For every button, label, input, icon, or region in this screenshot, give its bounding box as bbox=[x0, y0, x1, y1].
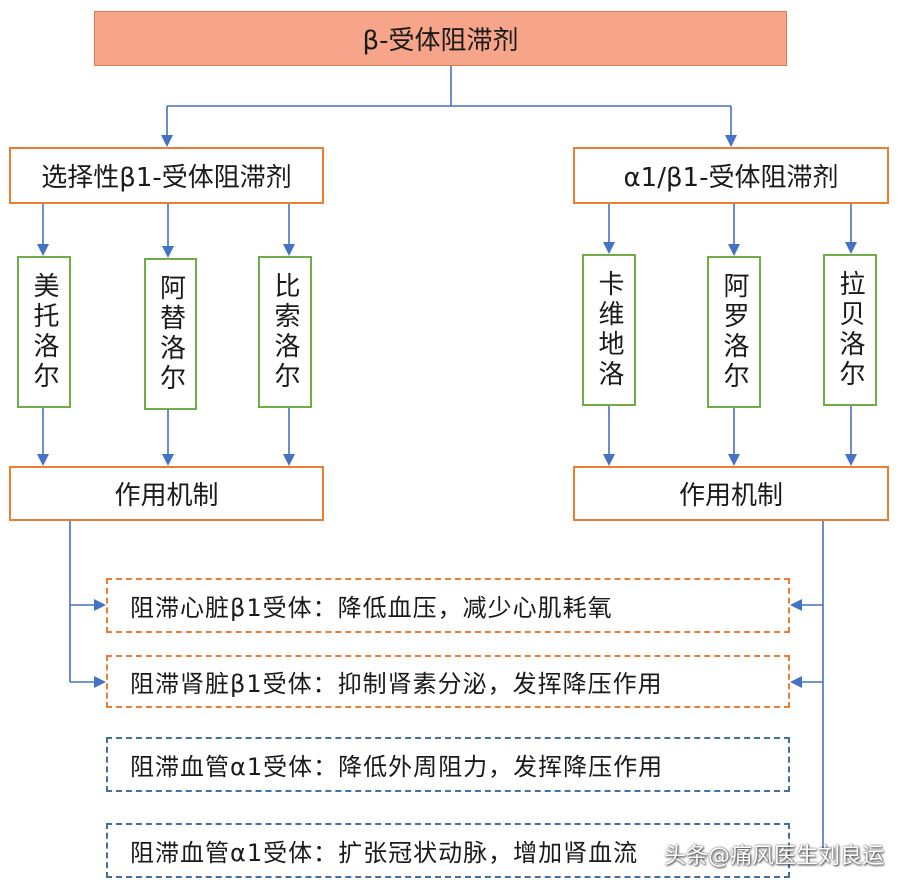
effect-text: 阻滞血管α1受体：降低外周阻力，发挥降压作用 bbox=[130, 753, 664, 781]
drug-box-bisoprolol: 比索洛尔 bbox=[258, 256, 312, 408]
right-category-box: α1/β1-受体阻滞剂 bbox=[573, 147, 889, 204]
effect-box-kidney-beta1: 阻滞肾脏β1受体：抑制肾素分泌，发挥降压作用 bbox=[106, 655, 790, 708]
left-category-text: 选择性β1-受体阻滞剂 bbox=[41, 163, 292, 193]
effect-text: 阻滞血管α1受体：扩张冠状动脉，增加肾血流 bbox=[130, 839, 639, 867]
drug-label: 美托洛尔 bbox=[29, 272, 59, 392]
drug-label: 拉贝洛尔 bbox=[835, 270, 865, 390]
effect-box-vessel-alpha1-resistance: 阻滞血管α1受体：降低外周阻力，发挥降压作用 bbox=[106, 737, 790, 792]
drug-label: 阿罗洛尔 bbox=[719, 272, 749, 392]
drug-label: 卡维地洛 bbox=[594, 270, 624, 390]
left-category-box: 选择性β1-受体阻滞剂 bbox=[9, 147, 324, 204]
drug-box-metoprolol: 美托洛尔 bbox=[17, 256, 71, 408]
left-mechanism-box: 作用机制 bbox=[9, 466, 324, 521]
drug-box-atenolol: 阿替洛尔 bbox=[144, 258, 197, 410]
effect-box-heart-beta1: 阻滞心脏β1受体：降低血压，减少心肌耗氧 bbox=[106, 578, 790, 633]
drug-box-carvedilol: 卡维地洛 bbox=[582, 254, 636, 406]
right-mechanism-text: 作用机制 bbox=[678, 481, 783, 511]
left-mechanism-text: 作用机制 bbox=[114, 481, 219, 511]
watermark-text: 头条@痛风医生刘良运 bbox=[663, 844, 884, 869]
drug-box-labetalol: 拉贝洛尔 bbox=[823, 254, 877, 406]
drug-box-arotinolol: 阿罗洛尔 bbox=[707, 256, 761, 408]
effect-text: 阻滞心脏β1受体：降低血压，减少心肌耗氧 bbox=[130, 594, 613, 622]
effect-text: 阻滞肾脏β1受体：抑制肾素分泌，发挥降压作用 bbox=[130, 670, 663, 698]
right-category-text: α1/β1-受体阻滞剂 bbox=[623, 163, 839, 193]
drug-label: 阿替洛尔 bbox=[155, 274, 186, 394]
diagram-title: β-受体阻滞剂 bbox=[94, 11, 787, 66]
drug-label: 比索洛尔 bbox=[270, 272, 300, 392]
effect-box-vessel-alpha1-coronary: 阻滞血管α1受体：扩张冠状动脉，增加肾血流 bbox=[106, 823, 790, 878]
diagram-title-text: β-受体阻滞剂 bbox=[362, 26, 519, 56]
right-mechanism-box: 作用机制 bbox=[573, 466, 889, 521]
